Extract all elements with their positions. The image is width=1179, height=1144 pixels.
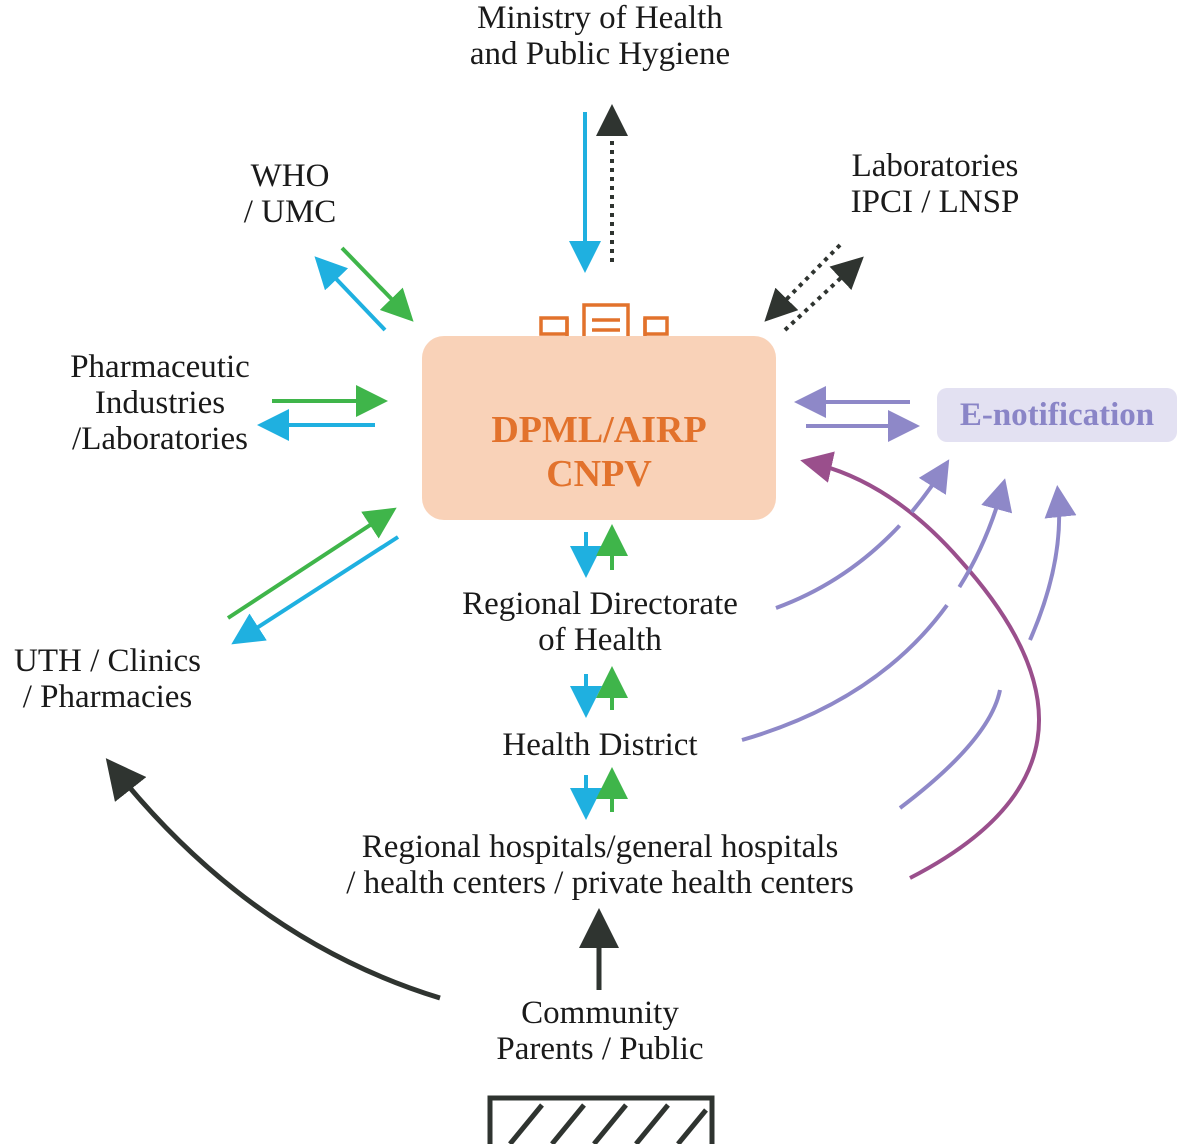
- enotification-badge: E-notification: [937, 388, 1177, 442]
- community-label: Community Parents / Public: [496, 995, 704, 1067]
- who-to-hub-arrow: [340, 246, 414, 322]
- who-label: WHO / UMC: [243, 158, 337, 230]
- hospitals-label: Regional hospitals/general hospitals / h…: [346, 829, 854, 901]
- labs-label: Laboratories IPCI / LNSP: [850, 148, 1020, 220]
- hospitals-to-hub-arrow: [800, 451, 1041, 880]
- uth-to-hub-arrow: [226, 507, 397, 620]
- directorate-to-enotif-arrow: [775, 459, 950, 610]
- hospitals-to-enotif-arrow-2: [1028, 485, 1077, 641]
- uth-label: UTH / Clinics / Pharmacies: [14, 643, 201, 715]
- hub-to-uth-arrow: [231, 535, 400, 645]
- regional-directorate-label: Regional Directorate of Health: [462, 586, 738, 658]
- hub-to-who-arrow: [314, 256, 387, 332]
- ministry-label: Ministry of Health and Public Hygiene: [469, 0, 731, 72]
- ground-hatch-icon: [487, 1095, 715, 1144]
- hub-title-line1: DPML/AIRP: [491, 409, 707, 451]
- pharma-label: Pharmaceutic Industries /Laboratories: [70, 349, 250, 457]
- hub-title-line2: CNPV: [546, 453, 652, 495]
- hub-to-labs-arrow: [783, 256, 864, 332]
- community-to-uth-arrow: [105, 758, 441, 1001]
- hub-box: [422, 336, 776, 520]
- district-to-enotif-arrow: [741, 478, 1013, 742]
- health-district-label: Health District: [502, 727, 698, 763]
- labs-to-hub-arrow: [764, 243, 842, 322]
- hospitals-to-enotif-arrow-1: [898, 689, 1002, 810]
